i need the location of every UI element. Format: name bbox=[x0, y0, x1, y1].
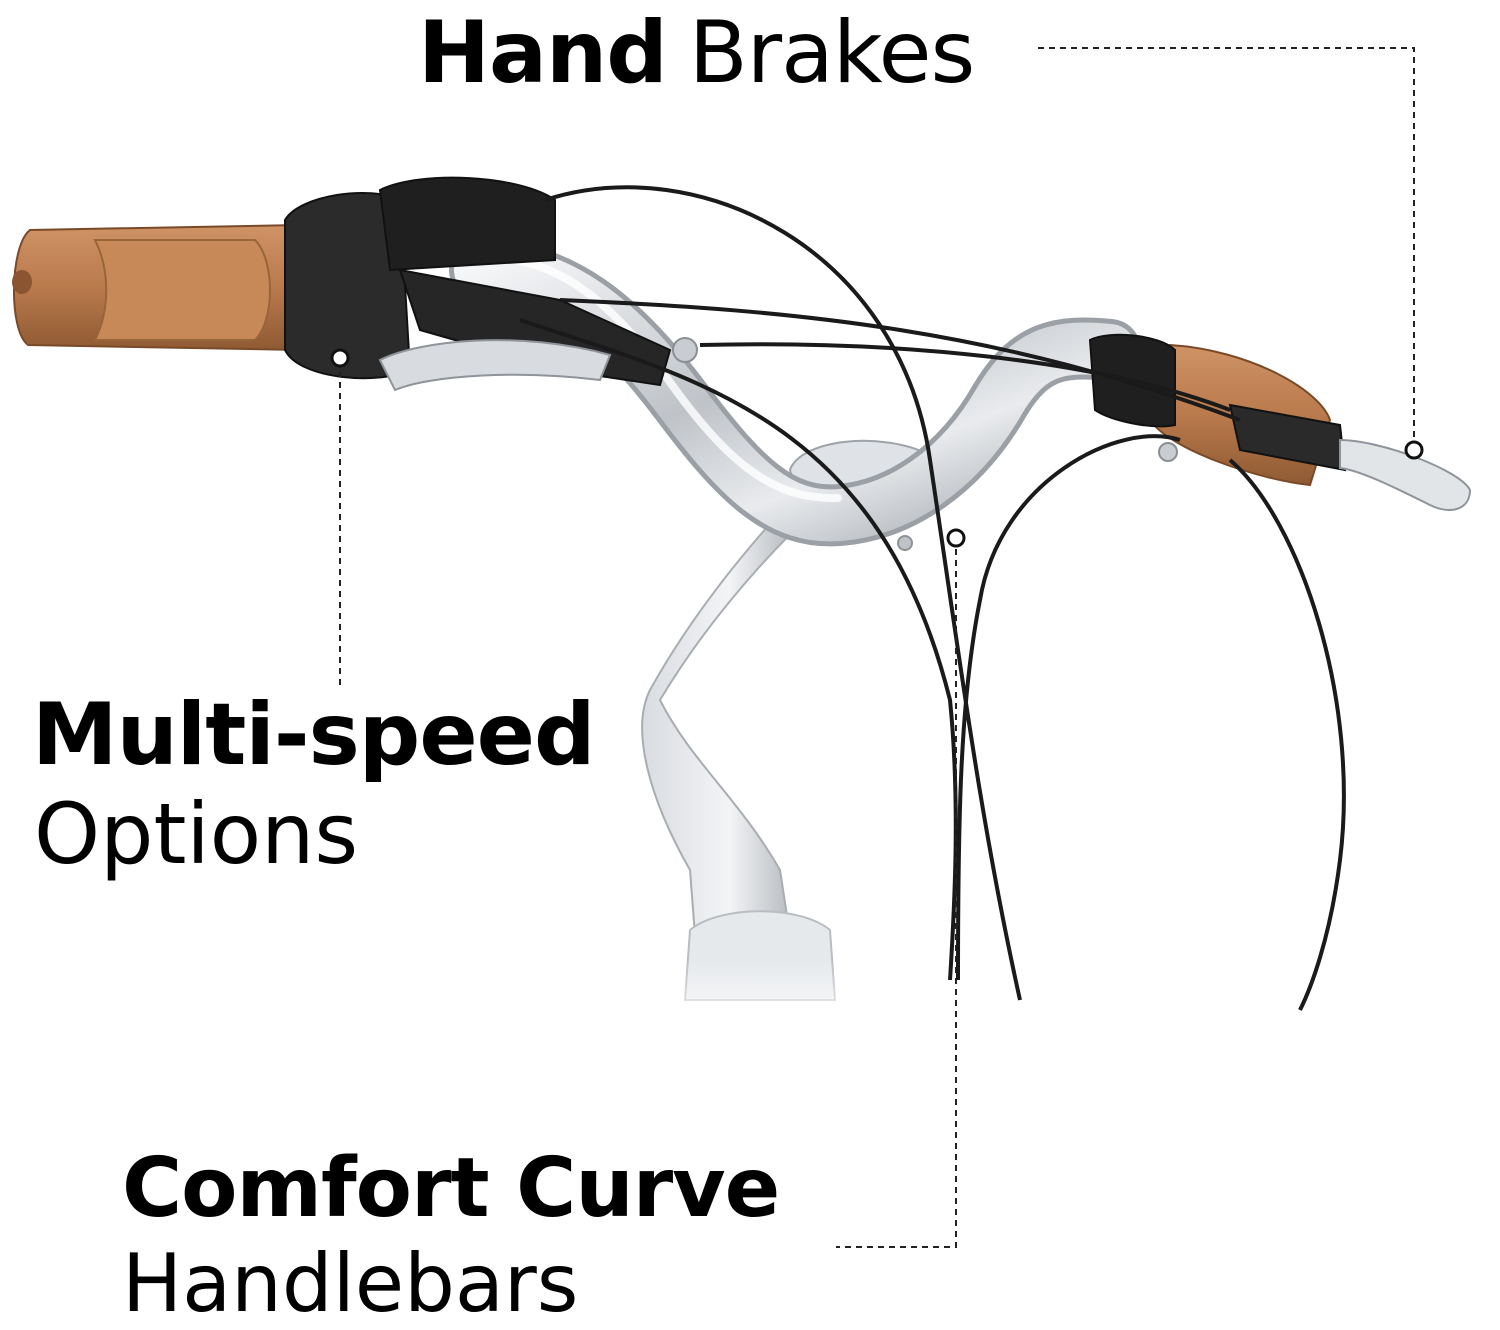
comfort-curve-subtitle: Handlebars bbox=[122, 1237, 579, 1330]
multi-speed-title: Multi-speed bbox=[32, 685, 596, 785]
multi-speed-subtitle: Options bbox=[34, 785, 359, 883]
brake-marker bbox=[1404, 440, 1424, 460]
handlebar-stem bbox=[600, 458, 1000, 1040]
hand-brakes-bold: Hand bbox=[418, 3, 668, 103]
right-brake-lever bbox=[1158, 403, 1472, 511]
comfort-curve-handlebar bbox=[449, 239, 1141, 547]
left-grip bbox=[12, 223, 301, 352]
shifter-marker bbox=[330, 348, 350, 368]
callout-leader-lines bbox=[339, 47, 1415, 1248]
brake-cables bbox=[519, 185, 1346, 1011]
left-brake-lever bbox=[378, 337, 698, 392]
hand-brakes-light: Brakes bbox=[688, 3, 976, 103]
callout-markers bbox=[330, 348, 1424, 548]
handlebar-marker bbox=[946, 528, 966, 548]
comfort-curve-title: Comfort Curve bbox=[122, 1141, 780, 1236]
